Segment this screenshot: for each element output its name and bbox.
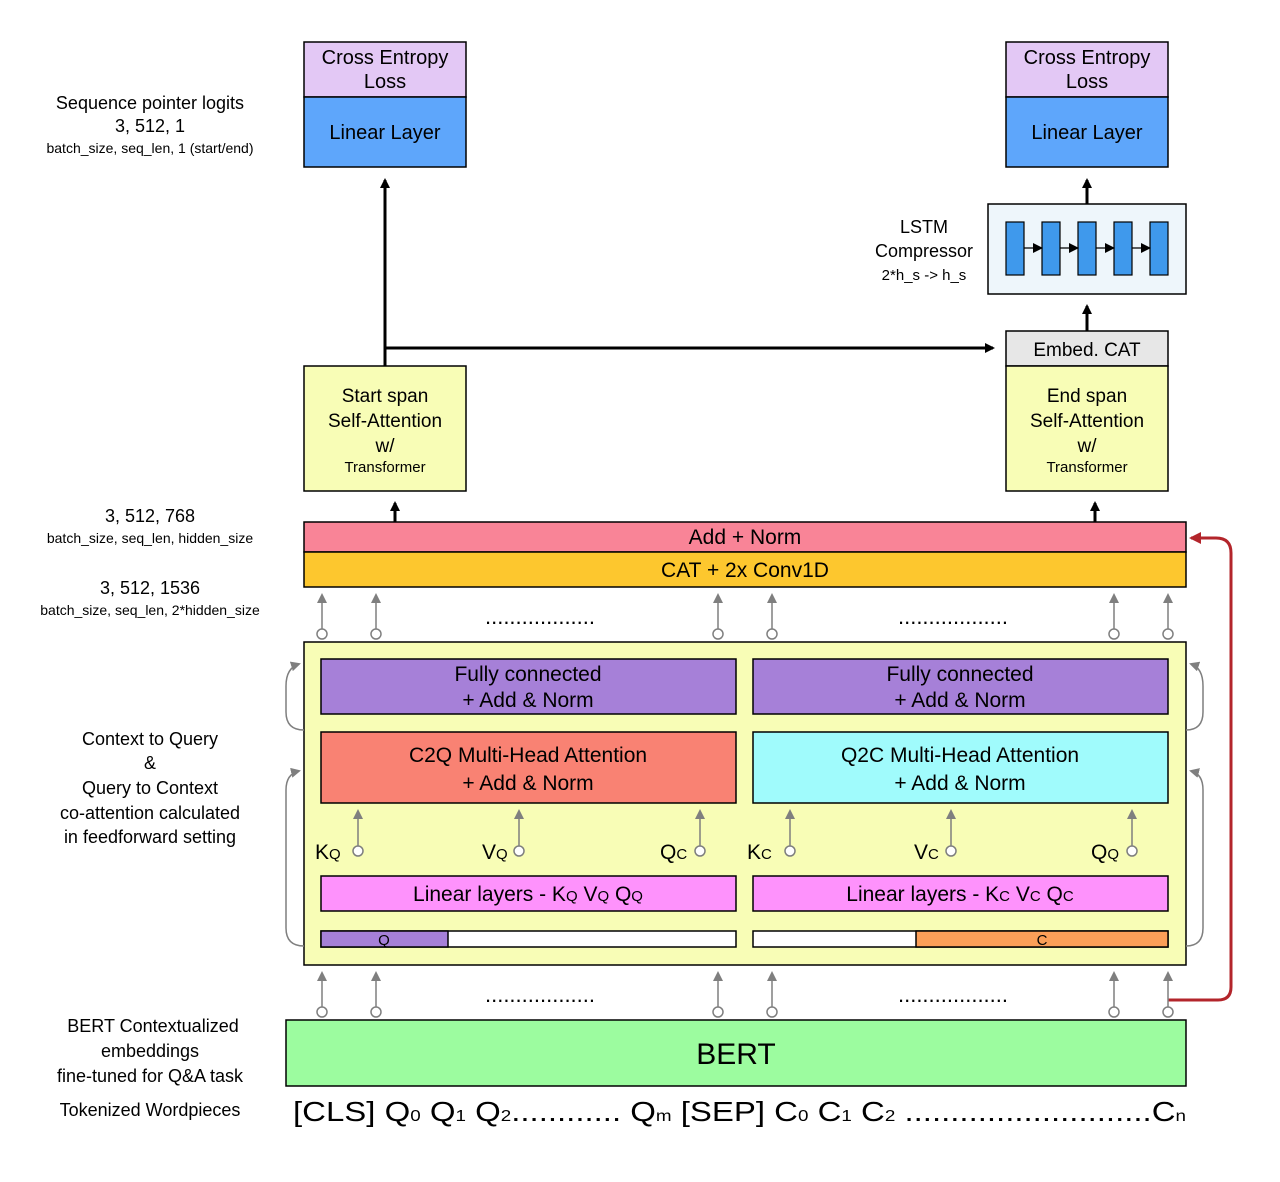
hidden-shape: 3, 512, 768 xyxy=(105,506,195,526)
coattention-label-2: & xyxy=(144,753,156,773)
linear-right-label: Linear layers - KC VC QC xyxy=(846,883,1074,906)
start-span-box xyxy=(303,365,467,492)
start-span-label-1: Start span xyxy=(342,386,429,407)
left-head: Cross Entropy Loss Linear Layer xyxy=(303,41,467,168)
fc-right-label-1: Fully connected xyxy=(886,663,1033,686)
upper-gray-arrows xyxy=(316,593,1174,640)
q2c-label-2: + Add & Norm xyxy=(894,772,1025,795)
embed-cat-label: Embed. CAT xyxy=(1033,340,1141,361)
coattention-label-4: co-attention calculated xyxy=(60,803,240,823)
tokens-label: Tokenized Wordpieces xyxy=(60,1100,241,1120)
left-linear-label: Linear Layer xyxy=(329,122,441,144)
right-linear-box xyxy=(1005,96,1169,168)
v-left-label: VQ xyxy=(482,841,508,864)
left-loss-label-1: Cross Entropy xyxy=(322,47,449,69)
q-bar-fill xyxy=(320,930,449,948)
c-bar-fill xyxy=(915,930,1169,948)
q2c-label-1: Q2C Multi-Head Attention xyxy=(841,744,1079,767)
fc-left-label-2: + Add & Norm xyxy=(462,689,593,712)
lstm-cell xyxy=(1113,221,1133,276)
left-loss-box xyxy=(303,41,467,98)
logits-label: Sequence pointer logits xyxy=(56,93,244,113)
end-span-label-2: Self-Attention xyxy=(1030,411,1144,432)
hidden2-shape: 3, 512, 1536 xyxy=(100,578,200,598)
right-linear-label: Linear Layer xyxy=(1031,122,1143,144)
end-span-label-4: Transformer xyxy=(1046,459,1127,476)
linear-left-label: Linear layers - KQ VQ QQ xyxy=(413,883,643,906)
start-span-label-2: Self-Attention xyxy=(328,411,442,432)
logits-shape: 3, 512, 1 xyxy=(115,116,185,136)
end-span-label-3: w/ xyxy=(1077,436,1098,457)
v-right-label: VC xyxy=(914,841,939,864)
left-loss-label-2: Loss xyxy=(364,71,406,93)
lstm-label-3: 2*h_s -> h_s xyxy=(882,267,967,284)
k-left-label: KQ xyxy=(315,841,341,864)
c-bar-label: C xyxy=(1037,932,1048,949)
c2q-label-2: + Add & Norm xyxy=(462,772,593,795)
linear-left-box xyxy=(320,875,737,912)
fc-right-label-2: + Add & Norm xyxy=(894,689,1025,712)
fc-left-box xyxy=(320,658,737,715)
k-right-label: KC xyxy=(747,841,772,864)
hidden2-dims: batch_size, seq_len, 2*hidden_size xyxy=(40,602,260,618)
kvq-arrows xyxy=(352,809,1138,857)
start-span-label-3: w/ xyxy=(375,436,396,457)
coattention-label-3: Query to Context xyxy=(82,778,218,798)
dots-lower-right: .................. xyxy=(898,982,1008,1007)
side-skip-arrows xyxy=(285,661,1204,947)
lstm-label-1: LSTM xyxy=(900,217,948,237)
q-right-label: QQ xyxy=(1091,841,1119,864)
right-loss-label-2: Loss xyxy=(1066,71,1108,93)
q-left-label: QC xyxy=(660,841,687,864)
cat-conv-box xyxy=(303,551,1187,588)
fc-left-label-1: Fully connected xyxy=(454,663,601,686)
q2c-box xyxy=(752,731,1169,804)
right-loss-box xyxy=(1005,41,1169,98)
lstm-cell xyxy=(1041,221,1061,276)
dots-upper-right: .................. xyxy=(898,604,1008,629)
bert-box xyxy=(285,1019,1187,1087)
add-norm-label: Add + Norm xyxy=(689,526,802,549)
embed-cat-box xyxy=(1005,330,1169,367)
q-bar-label: Q xyxy=(378,932,390,949)
logits-dims: batch_size, seq_len, 1 (start/end) xyxy=(46,140,253,156)
cat-conv-label: CAT + 2x Conv1D xyxy=(661,559,829,582)
lstm-compressor xyxy=(987,203,1187,295)
lstm-cell xyxy=(1077,221,1097,276)
end-span-label-1: End span xyxy=(1047,386,1127,407)
dots-lower-left: .................. xyxy=(485,982,595,1007)
left-linear-box xyxy=(303,96,467,168)
add-norm-box xyxy=(303,521,1187,553)
coattention-label-1: Context to Query xyxy=(82,729,218,749)
dots-upper-left: .................. xyxy=(485,604,595,629)
lstm-cell xyxy=(1005,221,1025,276)
c2q-label-1: C2Q Multi-Head Attention xyxy=(409,744,647,767)
lower-gray-arrows xyxy=(316,971,1174,1018)
lstm-cell xyxy=(1149,221,1169,276)
start-span-label-4: Transformer xyxy=(344,459,425,476)
linear-right-box xyxy=(752,875,1169,912)
right-loss-label-1: Cross Entropy xyxy=(1024,47,1151,69)
coattention-label-5: in feedforward setting xyxy=(64,827,236,847)
c2q-box xyxy=(320,731,737,804)
bert-label-1: BERT Contextualized xyxy=(67,1016,238,1036)
bert-label-3: fine-tuned for Q&A task xyxy=(57,1066,244,1086)
bert-label-2: embeddings xyxy=(101,1041,199,1061)
fc-right-box xyxy=(752,658,1169,715)
end-span-box xyxy=(1005,365,1169,492)
lstm-label-2: Compressor xyxy=(875,241,973,261)
bert-label: BERT xyxy=(696,1038,775,1071)
hidden-dims: batch_size, seq_len, hidden_size xyxy=(47,530,253,546)
right-head: Cross Entropy Loss Linear Layer xyxy=(1005,41,1169,168)
residual-arrow xyxy=(1168,532,1233,1002)
